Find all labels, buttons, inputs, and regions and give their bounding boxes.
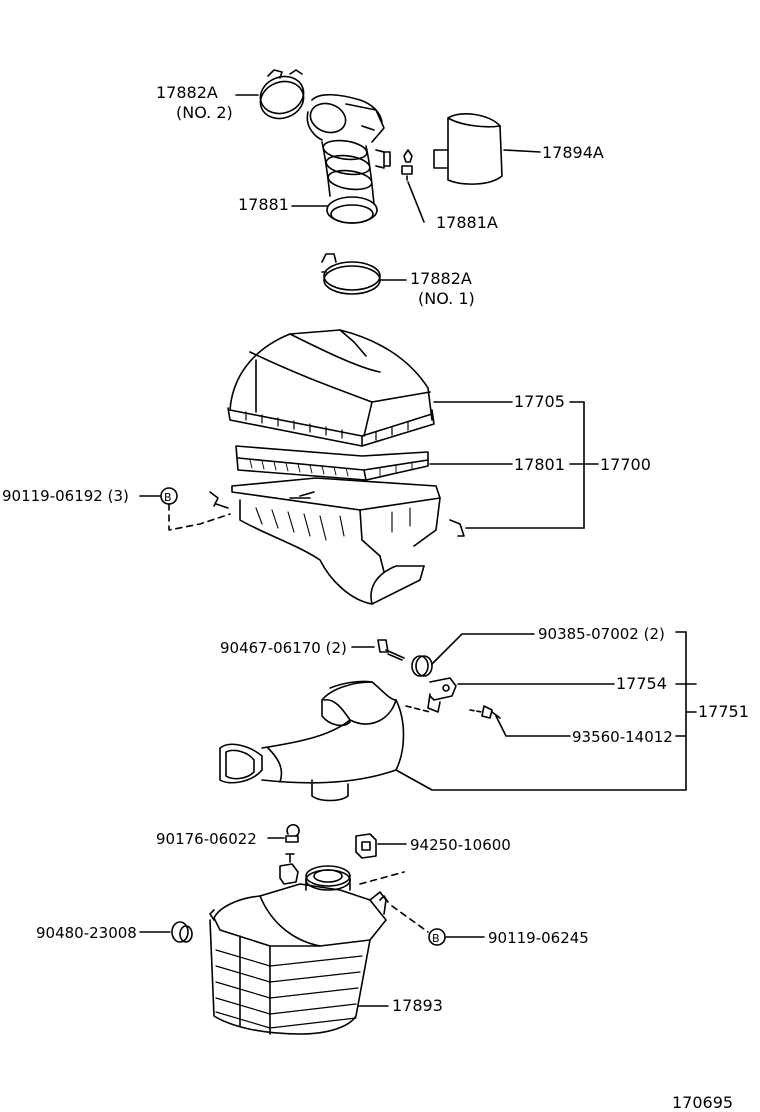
bracket-17700 <box>569 401 599 529</box>
label-90480-23008: 90480-23008 <box>36 924 137 942</box>
label-17751: 17751 <box>698 702 749 721</box>
label-17882a-no1-sub: (NO. 1) <box>418 289 475 308</box>
air-filter-element-drawing <box>235 445 513 481</box>
screw-93560-drawing <box>469 705 571 737</box>
bolt-90467-drawing <box>351 639 405 661</box>
label-17894a: 17894A <box>542 143 604 162</box>
resonator-drawing <box>433 113 541 185</box>
circle-b-2-letter: B <box>432 932 440 945</box>
air-cleaner-case-drawing <box>209 477 585 605</box>
label-94250-10600: 94250-10600 <box>410 836 511 854</box>
label-17881: 17881 <box>238 195 289 214</box>
label-90385-07002: 90385-07002 (2) <box>538 625 665 643</box>
label-17801: 17801 <box>514 455 565 474</box>
diagram-number: 170695 <box>672 1093 734 1112</box>
circle-b-2-leader <box>391 905 485 946</box>
label-17754: 17754 <box>616 674 667 693</box>
label-17705: 17705 <box>514 392 565 411</box>
nut-94250-drawing <box>355 833 407 885</box>
label-17882a-no2: 17882A <box>156 83 218 102</box>
leader-lines-top <box>235 94 407 281</box>
intake-duct-drawing <box>219 680 687 802</box>
resonator-box-drawing <box>209 853 389 1035</box>
intake-hose-drawing <box>306 93 391 224</box>
label-17700: 17700 <box>600 455 651 474</box>
label-90176-06022: 90176-06022 <box>156 830 257 848</box>
label-17882a-no2-sub: (NO. 2) <box>176 103 233 122</box>
label-17882a-no1: 17882A <box>410 269 472 288</box>
clip-17881a-drawing <box>401 149 425 223</box>
label-90119-06245: 90119-06245 <box>488 929 589 947</box>
label-17881a: 17881A <box>436 213 498 232</box>
circle-b-1-leader <box>139 487 231 531</box>
bracket-17754-drawing <box>405 677 615 713</box>
clip-90176-drawing <box>267 823 300 843</box>
grommet-drawing <box>411 633 535 677</box>
bracket-17751 <box>675 631 697 791</box>
plug-90480-drawing <box>139 921 193 943</box>
hose-clamp-no2-drawing <box>259 69 305 120</box>
label-17893: 17893 <box>392 996 443 1015</box>
circle-b-1-letter: B <box>164 491 172 504</box>
label-93560-14012: 93560-14012 <box>572 728 673 746</box>
hose-clamp-no1-drawing <box>321 253 381 295</box>
label-90119-06192: 90119-06192 (3) <box>2 487 129 505</box>
air-cleaner-cap-drawing <box>227 329 513 447</box>
label-90467-06170: 90467-06170 (2) <box>220 639 347 657</box>
